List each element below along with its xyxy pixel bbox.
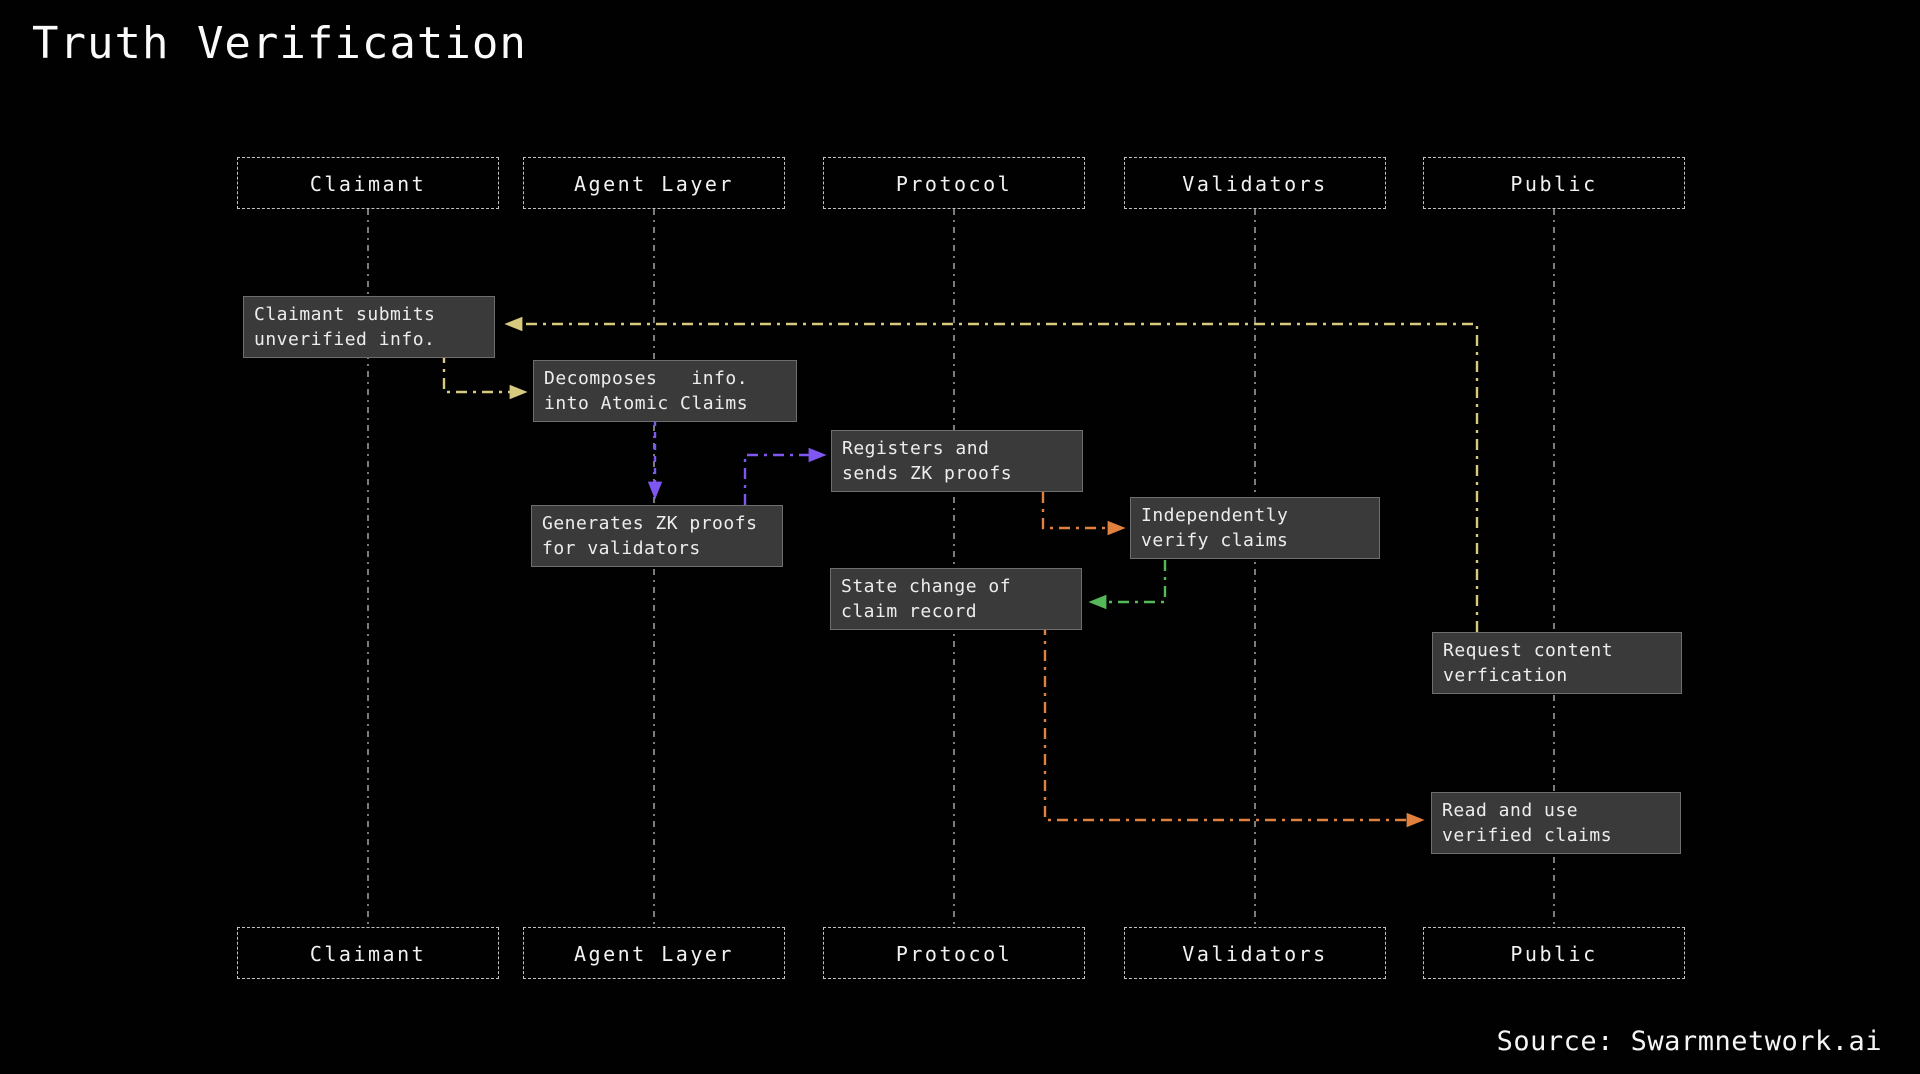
lane-header-claimant-bottom: Claimant [237,927,499,979]
message-line: unverified info. [254,329,436,350]
message-registers: Registers and sends ZK proofs [831,430,1083,492]
lane-header-agent-layer-bottom: Agent Layer [523,927,785,979]
source-attribution: Source: Swarmnetwork.ai [1496,1026,1882,1057]
lane-header-protocol-bottom: Protocol [823,927,1085,979]
lane-header-public-bottom: Public [1423,927,1685,979]
message-independently: Independently verify claims [1130,497,1380,559]
message-request-content: Request content verfication [1432,632,1682,694]
message-line: for validators [542,538,701,559]
message-line: State change of [841,576,1012,597]
message-decomposes: Decomposes info. into Atomic Claims [533,360,797,422]
lane-header-claimant-top: Claimant [237,157,499,209]
arrow-independently-to-state-change [1088,560,1167,610]
message-line: Decomposes info. [544,368,749,389]
message-state-change: State change of claim record [830,568,1082,630]
arrow-registers-to-independently [1041,492,1126,536]
message-line: verfication [1443,665,1568,686]
page-title: Truth Verification [32,18,527,69]
message-line: Independently [1141,505,1289,526]
message-line: claim record [841,601,978,622]
arrow-state-change-to-read-use [1043,624,1425,828]
lane-header-protocol-top: Protocol [823,157,1085,209]
message-line: Registers and [842,438,990,459]
message-line: Generates ZK proofs [542,513,758,534]
message-line: into Atomic Claims [544,393,749,414]
lane-header-public-top: Public [1423,157,1685,209]
message-claimant-submits: Claimant submits unverified info. [243,296,495,358]
arrow-generates-to-registers [743,447,827,505]
message-read-use: Read and use verified claims [1431,792,1681,854]
lane-header-validators-top: Validators [1124,157,1386,209]
lane-header-validators-bottom: Validators [1124,927,1386,979]
arrow-request-content-to-claimant [504,316,1479,632]
message-line: Read and use [1442,800,1579,821]
message-line: Claimant submits [254,304,436,325]
lane-header-agent-layer-top: Agent Layer [523,157,785,209]
arrow-claimant-to-decomposes [442,352,528,400]
message-line: verify claims [1141,530,1289,551]
message-line: Request content [1443,640,1614,661]
message-generates: Generates ZK proofs for validators [531,505,783,567]
message-line: verified claims [1442,825,1613,846]
message-line: sends ZK proofs [842,463,1013,484]
